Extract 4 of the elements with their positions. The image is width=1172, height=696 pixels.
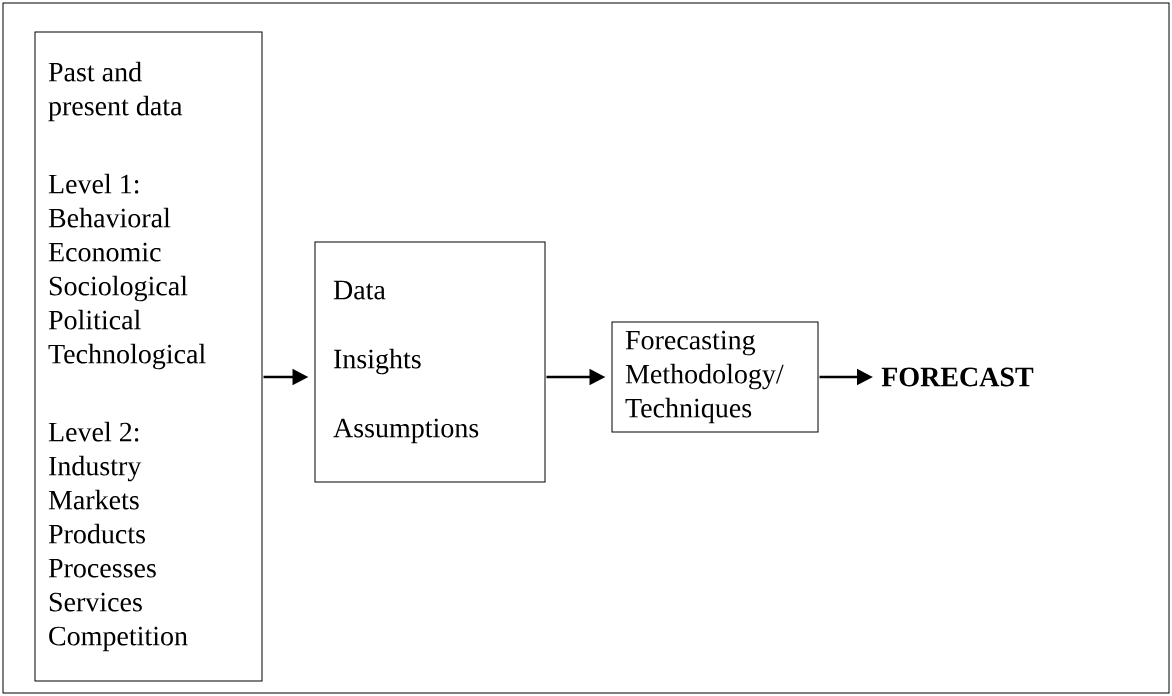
result-label: FORECAST <box>881 367 1034 387</box>
process-box: Past and present data Level 1: Behavioral Economic Sociological Political Technological Level 2: Industry Markets Products Processes Services Competition <box>34 31 263 682</box>
process-box: Data Insights Assumptions <box>314 241 546 483</box>
process-box: Forecasting Methodology/ Techniques <box>611 321 819 433</box>
